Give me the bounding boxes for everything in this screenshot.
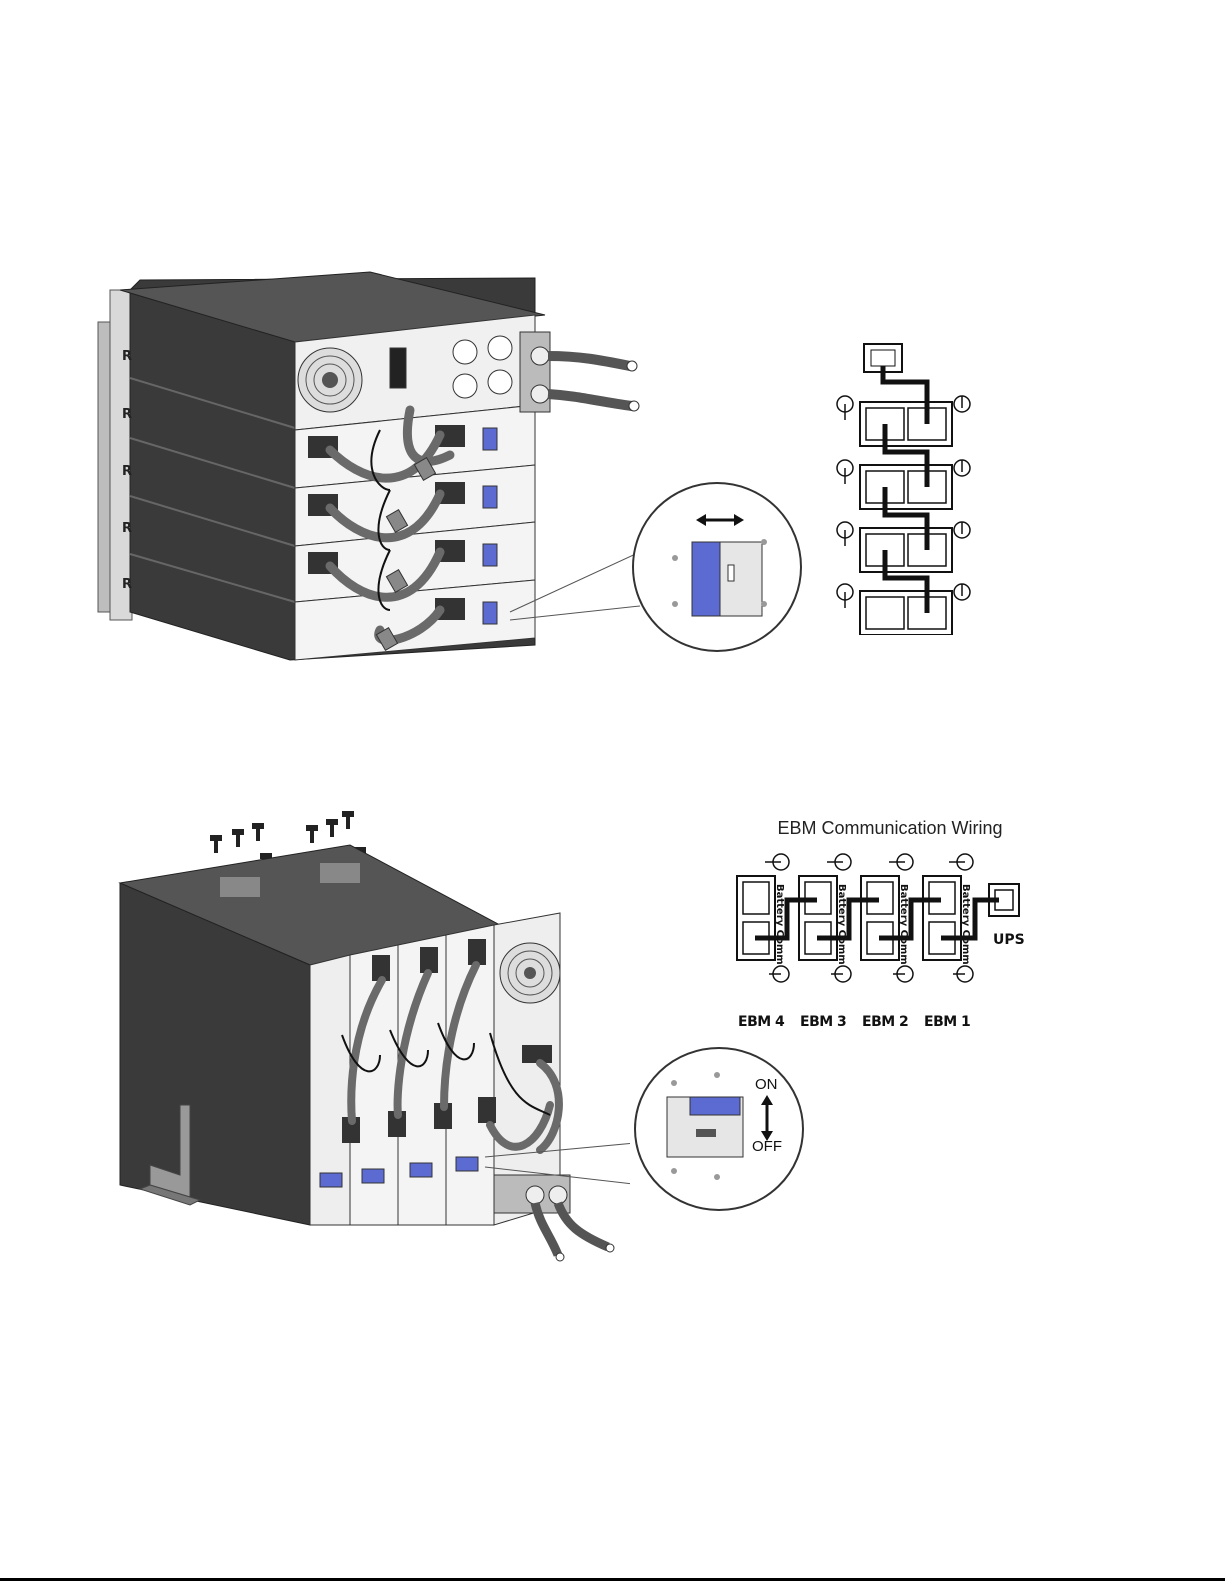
- switch-on-label: ON: [755, 1076, 778, 1093]
- tower-ups-ebm-illustration: [110, 805, 630, 1265]
- vertical-comm-wiring-diagram: [830, 340, 980, 635]
- ebm-label-2: EBM 2: [862, 1014, 908, 1030]
- ebm-label-3: EBM 3: [800, 1014, 846, 1030]
- input-power-box: [520, 332, 639, 412]
- rack-unit-label: R: [122, 349, 132, 364]
- rack-rails: [98, 290, 132, 620]
- rack-unit-label: R: [122, 521, 132, 536]
- battery-comm-label: Battery Comm: [774, 884, 785, 965]
- fan-grille-icon: [298, 348, 362, 412]
- ebm-label-4: EBM 4: [738, 1014, 784, 1030]
- switch-off-label: OFF: [752, 1138, 782, 1155]
- breaker-zoom-callout-bottom: [632, 1045, 807, 1213]
- battery-comm-label: Battery Comm: [898, 884, 909, 965]
- rack-unit-label: R: [122, 407, 132, 422]
- ups-label: UPS: [993, 932, 1025, 948]
- ebm-label-1: EBM 1: [924, 1014, 970, 1030]
- battery-comm-label: Battery Comm: [960, 884, 971, 965]
- rack-unit-label: R: [122, 464, 132, 479]
- page-bottom-rule: [0, 1578, 1225, 1581]
- wiring-diagram-title: EBM Communication Wiring: [740, 818, 1040, 839]
- rack-unit-label: R: [122, 577, 132, 592]
- breaker-zoom-callout-top: [630, 480, 805, 655]
- horizontal-comm-wiring-diagram: Battery Comm Battery Comm Battery Comm B…: [735, 848, 1030, 988]
- battery-comm-label: Battery Comm: [836, 884, 847, 965]
- fan-grille-icon: [500, 943, 560, 1003]
